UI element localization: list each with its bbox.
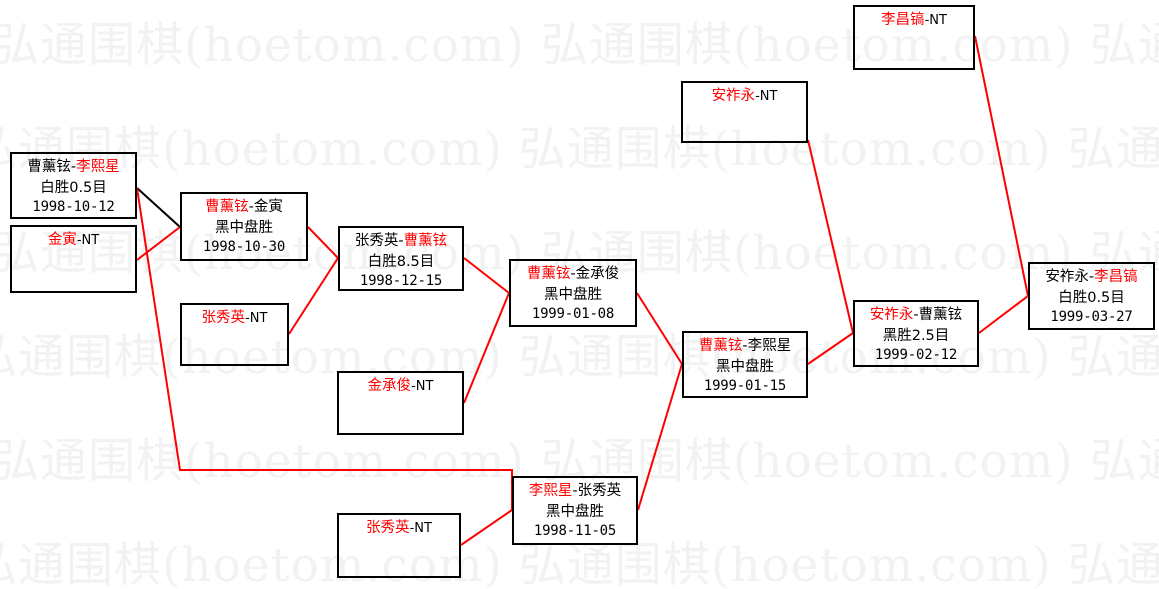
match-label: 金寅-NT — [12, 230, 135, 251]
player-name: 1998-12-15 — [359, 273, 443, 290]
match-label: 李昌镐-NT — [855, 10, 973, 31]
match-label: 张秀英-NT — [339, 518, 459, 539]
player-name: 黑中盘胜 — [215, 219, 273, 236]
player-name: 1999-03-27 — [1050, 309, 1133, 326]
match-zhang-vs-cho-1998-12-15[interactable]: 张秀英-曹薰铉白胜8.5目 1998-12-15 — [338, 226, 464, 291]
winner-name: 曹薰铉 — [403, 233, 448, 249]
player-name: - — [913, 307, 919, 323]
match-label: 黑中盘胜 — [182, 218, 306, 239]
winner-name: 李昌镐 — [881, 12, 925, 28]
player-name: 金承俊 — [575, 266, 620, 282]
player-name: 曹薰铉 — [918, 307, 963, 323]
player-name: 黑胜2.5目 — [882, 327, 950, 344]
seed-zhang-xiuying-lower[interactable]: 张秀英-NT — [337, 513, 461, 578]
player-name: 白胜0.5目 — [40, 179, 107, 196]
no-tournament-tag: -NT — [755, 89, 778, 104]
player-name: 1998-10-30 — [202, 239, 286, 256]
match-label: 白胜0.5目 — [12, 178, 135, 199]
match-date: 1999-01-08 — [511, 305, 635, 325]
winner-name: 金承俊 — [367, 378, 412, 394]
player-name: 1999-02-12 — [874, 347, 958, 364]
seed-zhang-xiuying-upper[interactable]: 张秀英-NT — [180, 303, 289, 366]
player-name: 黑中盘胜 — [544, 286, 602, 303]
match-label: 黑中盘胜 — [684, 357, 806, 378]
player-name: - — [1088, 269, 1095, 285]
player-name: 张秀英 — [354, 233, 399, 249]
match-date: 1998-11-05 — [514, 522, 636, 542]
player-name: - — [572, 483, 578, 499]
match-label: 曹薰铉-李熙星 — [684, 336, 806, 357]
winner-name: 李熙星 — [528, 483, 573, 499]
player-name: 曹薰铉 — [27, 159, 71, 175]
player-name: 黑中盘胜 — [716, 358, 774, 375]
winner-name: 安祚永 — [869, 307, 914, 323]
match-label: 黑胜2.5目 — [855, 326, 977, 347]
seed-kim-in[interactable]: 金寅-NT — [10, 225, 137, 293]
winner-name: 李熙星 — [76, 159, 120, 175]
player-name: 张秀英 — [577, 483, 622, 499]
winner-name: 安祚永 — [711, 88, 756, 104]
player-name: 1999-01-08 — [531, 306, 615, 323]
winner-name: 张秀英 — [201, 310, 246, 326]
match-label: 曹薰铉-李熙星 — [12, 157, 135, 178]
match-date: 1999-03-27 — [1030, 308, 1153, 328]
match-cho-vs-kimin-1998-10-30[interactable]: 曹薰铉-金寅黑中盘胜 1998-10-30 — [180, 192, 308, 261]
seed-an-jowoong[interactable]: 安祚永-NT — [681, 81, 808, 143]
player-name: 1998-10-12 — [32, 199, 115, 216]
match-label: 安祚永-NT — [683, 86, 806, 107]
seed-kim-seungjun[interactable]: 金承俊-NT — [337, 371, 464, 435]
match-label: 张秀英-曹薰铉 — [340, 231, 462, 252]
player-name: 金寅 — [253, 199, 283, 215]
no-tournament-tag: -NT — [924, 13, 947, 28]
seed-lee-changho[interactable]: 李昌镐-NT — [853, 5, 975, 70]
match-label: 金承俊-NT — [339, 376, 462, 397]
match-label: 张秀英-NT — [182, 308, 287, 329]
player-name: - — [570, 266, 576, 282]
match-date: 1998-10-12 — [12, 198, 135, 218]
no-tournament-tag: -NT — [245, 311, 268, 326]
match-label: 黑中盘胜 — [511, 285, 635, 306]
match-date: 1999-01-15 — [684, 377, 806, 397]
winner-name: 曹薰铉 — [526, 266, 571, 282]
player-name: 安祚永 — [1045, 269, 1089, 285]
match-date: 1998-10-30 — [182, 238, 306, 258]
match-label: 黑中盘胜 — [514, 502, 636, 523]
winner-name: 曹薰铉 — [205, 199, 249, 215]
player-name: 白胜0.5目 — [1058, 289, 1125, 306]
match-label: 白胜8.5目 — [340, 252, 462, 273]
match-label: 白胜0.5目 — [1030, 288, 1153, 309]
player-name: 黑中盘胜 — [546, 503, 604, 520]
player-name: - — [742, 338, 748, 354]
match-label: 曹薰铉-金承俊 — [511, 264, 635, 285]
player-name: 1999-01-15 — [703, 378, 787, 395]
no-tournament-tag: -NT — [76, 233, 100, 248]
winner-name: 张秀英 — [366, 520, 410, 536]
match-label: 安祚永-李昌镐 — [1030, 267, 1153, 288]
match-label: 曹薰铉-金寅 — [182, 197, 306, 218]
match-label: 安祚永-曹薰铉 — [855, 305, 977, 326]
match-date: 1998-12-15 — [340, 272, 462, 292]
winner-name: 曹薰铉 — [698, 338, 743, 354]
no-tournament-tag: -NT — [411, 379, 434, 394]
match-date: 1999-02-12 — [855, 346, 977, 366]
match-label: 李熙星-张秀英 — [514, 481, 636, 502]
player-name: 白胜8.5目 — [367, 253, 435, 270]
player-name: 李熙星 — [747, 338, 792, 354]
winner-name: 李昌镐 — [1094, 269, 1138, 285]
player-name: - — [70, 159, 77, 175]
player-name: 1998-11-05 — [533, 523, 617, 540]
winner-name: 金寅 — [47, 232, 77, 248]
no-tournament-tag: -NT — [409, 521, 432, 536]
